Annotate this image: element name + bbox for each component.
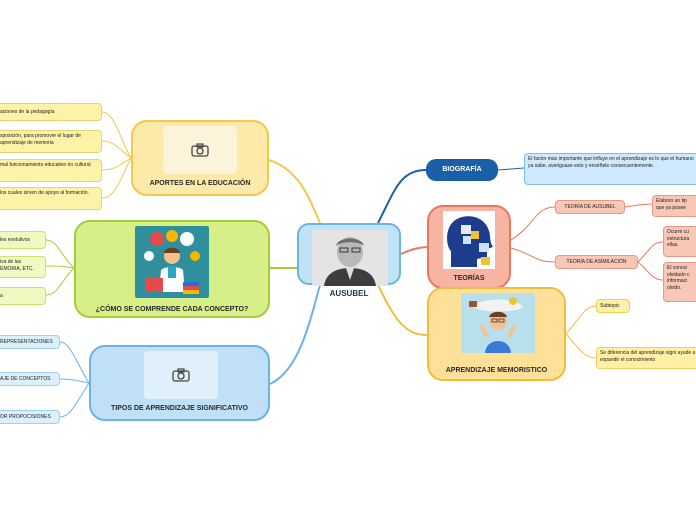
list-item[interactable]: AJE DE CONCEPTOS	[0, 372, 60, 386]
list-item[interactable]: mal funcionamiento educativo ón cultural	[0, 159, 102, 182]
topic-title: APORTES EN LA EDUCACIÓN	[149, 180, 251, 187]
list-item[interactable]: les evolutivos	[0, 231, 46, 249]
list-item[interactable]: iva de las EMORIA, ETC.	[0, 256, 46, 278]
topic-title: TIPOS DE APRENDIZAJE SIGNIFICATIVO	[111, 405, 248, 412]
camera-icon	[191, 143, 209, 157]
student-illustration	[461, 293, 535, 353]
central-topic[interactable]: AUSUBEL	[297, 223, 401, 298]
central-topic-label: AUSUBEL	[329, 289, 369, 298]
list-item[interactable]: REPRESENTACIONES	[0, 335, 60, 349]
topic-title: TEORÍAS	[453, 275, 485, 282]
topic-teorias[interactable]: TEORÍAS	[427, 205, 511, 289]
topic-tipos[interactable]: TIPOS DE APRENDIZAJE SIGNIFICATIVO	[89, 345, 270, 421]
list-item[interactable]: aciones de la pedagogía	[0, 103, 102, 121]
subtopic-teoria-asimilacion[interactable]: TEORÍA DE ASIMILACIÓN	[555, 255, 638, 269]
subtopic-teoria-ausubel[interactable]: TEORÍA DE AUSUBEL	[555, 200, 625, 214]
list-item[interactable]: Subtopic	[596, 299, 630, 313]
doctor-illustration	[135, 226, 209, 298]
list-item[interactable]: Se diferencia del aprendizaje signi ayud…	[596, 347, 696, 369]
asimilacion-text[interactable]: El conoci olvidado c informaci olvido.	[663, 262, 696, 302]
list-item[interactable]: a	[0, 287, 46, 305]
topic-aportes[interactable]: APORTES EN LA EDUCACIÓN	[131, 120, 269, 196]
biografia-text[interactable]: El factor mas importante que influye en …	[524, 153, 696, 185]
ausubel-portrait	[312, 230, 388, 286]
topic-biografia[interactable]: BIOGRAFÍA	[426, 159, 498, 181]
topic-comprende[interactable]: ¿CÓMO SE COMPRENDE CADA CONCEPTO?	[74, 220, 270, 318]
teoria-ausubel-text[interactable]: Elaboro un tip que ya posee	[652, 195, 696, 217]
list-item[interactable]: OR PROPOCISIONES	[0, 410, 60, 424]
camera-icon	[172, 368, 190, 382]
image-placeholder	[144, 351, 218, 399]
topic-title: APRENDIZAJE MEMORISTICO	[445, 367, 548, 374]
list-item[interactable]: los cuales sirven de apoyo al formación.	[0, 187, 102, 210]
topic-title: ¿CÓMO SE COMPRENDE CADA CONCEPTO?	[95, 306, 249, 313]
topic-memoristico[interactable]: APRENDIZAJE MEMORISTICO	[427, 287, 566, 381]
asimilacion-text[interactable]: Ocurre cu estructura ellas.	[663, 226, 696, 257]
list-item[interactable]: xposición, para promover el lugar de apr…	[0, 130, 102, 153]
head-puzzle-illustration	[443, 211, 495, 269]
image-placeholder	[163, 126, 237, 174]
